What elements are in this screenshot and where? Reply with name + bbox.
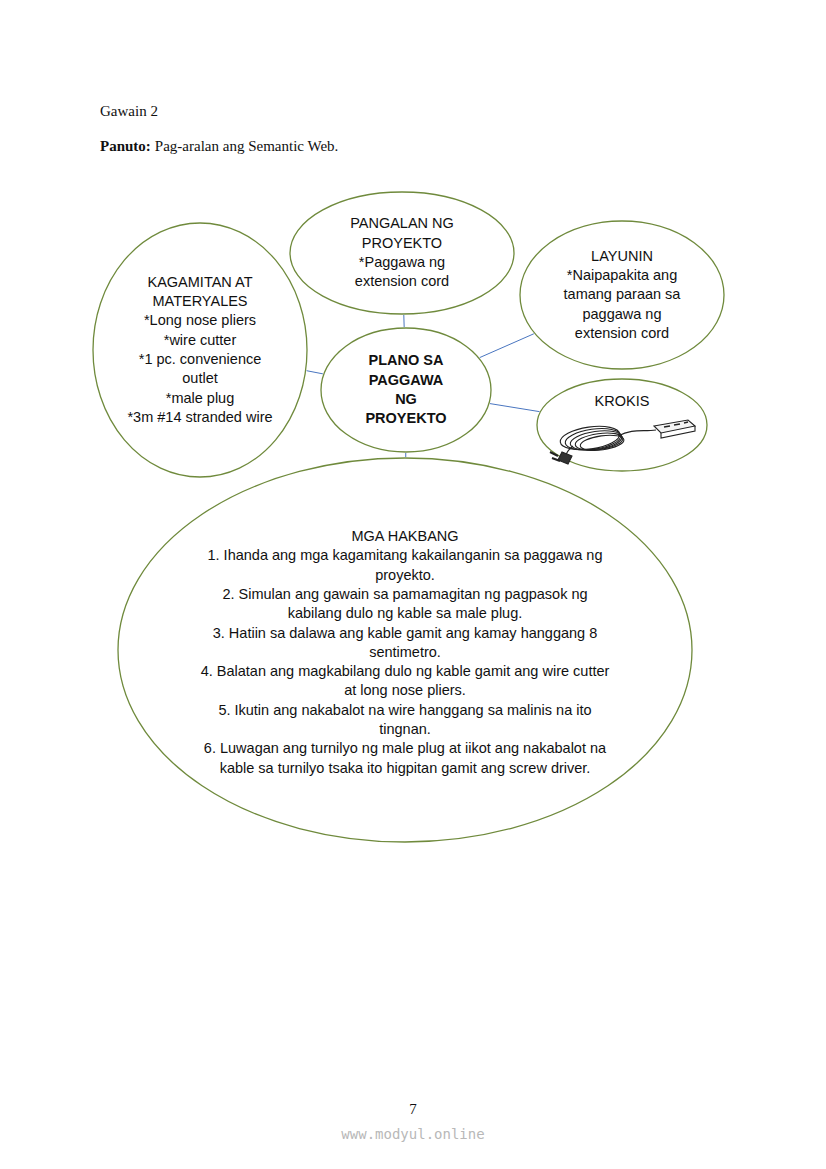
node-heading: MGA HAKBANG	[200, 527, 610, 546]
sketch-ellipse: KROKIS	[536, 378, 708, 472]
ellipse-outline	[92, 222, 308, 478]
activity-title: Gawain 2	[100, 103, 158, 120]
materials-ellipse: KAGAMITAN AT MATERYALES*Long nose pliers…	[92, 222, 308, 478]
connector-line	[490, 404, 540, 412]
node-item: *Paggawa ng extension cord	[332, 253, 472, 292]
connector-line	[405, 453, 406, 457]
ellipse-outline	[289, 191, 515, 315]
node-item: 1. Ihanda ang mga kagamitang kakailangan…	[200, 546, 610, 585]
node-item: 2. Simulan ang gawain sa pamamagitan ng …	[200, 585, 610, 624]
node-item: *3m #14 stranded wire	[125, 408, 275, 427]
node-text: LAYUNIN*Naipapakita ang tamang paraan sa…	[552, 247, 692, 343]
node-item: *Long nose pliers	[125, 311, 275, 330]
ellipse-border	[118, 458, 692, 842]
directions-label: Panuto:	[100, 138, 151, 155]
connector-line	[480, 334, 534, 358]
node-item: *Naipapakita ang tamang paraan sa paggaw…	[552, 266, 692, 343]
page-number: 7	[409, 1101, 417, 1118]
node-text: MGA HAKBANG1. Ihanda ang mga kagamitang …	[200, 527, 610, 778]
ellipse-border	[321, 328, 491, 452]
node-item: *wire cutter	[125, 331, 275, 350]
node-text: PANGALAN NG PROYEKTO*Paggawa ng extensio…	[332, 214, 472, 291]
node-item: 5. Ikutin ang nakabalot na wire hanggang…	[200, 701, 610, 740]
node-heading: LAYUNIN	[552, 247, 692, 266]
ellipse-border	[537, 379, 707, 471]
ellipse-border	[290, 192, 514, 314]
node-text: KAGAMITAN AT MATERYALES*Long nose pliers…	[125, 273, 275, 427]
node-text: PLANO SA PAGGAWA NG PROYEKTO	[359, 351, 454, 428]
ellipse-outline	[320, 327, 492, 453]
directions-text: Pag-aralan ang Semantic Web.	[155, 138, 338, 155]
steps-ellipse: MGA HAKBANG1. Ihanda ang mga kagamitang …	[117, 457, 693, 843]
node-item: 6. Luwagan ang turnilyo ng male plug at …	[200, 739, 610, 778]
project-name-ellipse: PANGALAN NG PROYEKTO*Paggawa ng extensio…	[289, 191, 515, 315]
node-item: 4. Balatan ang magkabilang dulo ng kable…	[200, 662, 610, 701]
node-heading: PANGALAN NG PROYEKTO	[332, 214, 472, 253]
extension-cord-sketch	[548, 418, 698, 466]
node-text: KROKIS	[552, 392, 692, 411]
node-item: *1 pc. convenience outlet	[125, 350, 275, 389]
node-heading: KROKIS	[552, 392, 692, 411]
ellipse-border	[520, 221, 724, 369]
node-heading: KAGAMITAN AT MATERYALES	[125, 273, 275, 312]
ellipse-border	[93, 223, 307, 477]
connector-line	[307, 371, 323, 374]
watermark: www.modyul.online	[341, 1126, 484, 1142]
objective-ellipse: LAYUNIN*Naipapakita ang tamang paraan sa…	[519, 220, 725, 370]
node-heading: PLANO SA PAGGAWA NG PROYEKTO	[359, 351, 454, 428]
node-item: 3. Hatiin sa dalawa ang kable gamit ang …	[200, 624, 610, 663]
connector-line	[403, 315, 404, 327]
node-item: *male plug	[125, 389, 275, 408]
central-ellipse: PLANO SA PAGGAWA NG PROYEKTO	[320, 327, 492, 453]
